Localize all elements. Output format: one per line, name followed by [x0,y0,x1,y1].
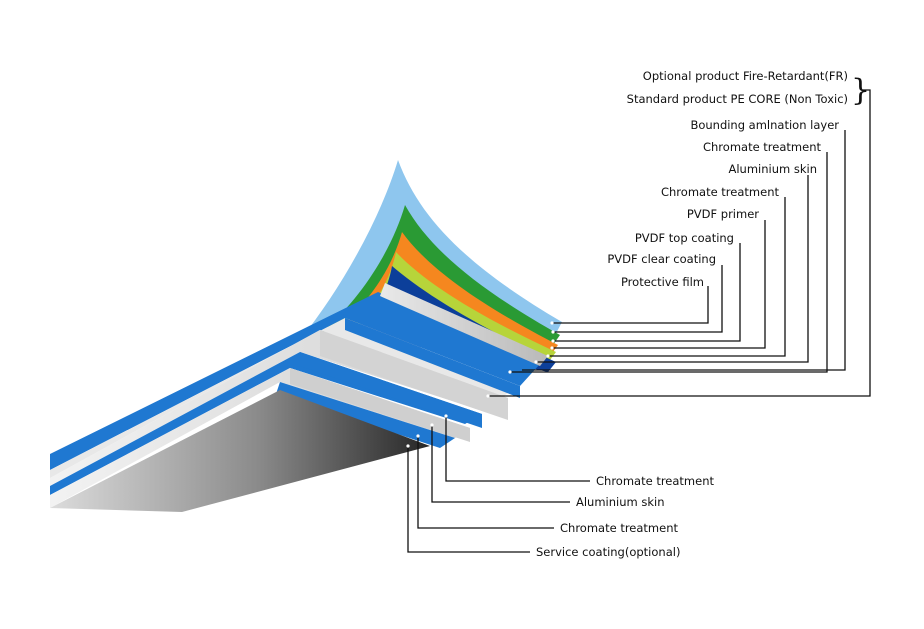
leader-aluminium-bottom [431,425,570,503]
label-aluminium-top: Aluminium skin [728,162,817,176]
leader-pvdf-clear [553,265,723,333]
label-standard-pe: Standard product PE CORE (Non Toxic) [627,92,848,106]
top-skin-front-face [345,318,520,398]
label-aluminium-bottom: Aluminium skin [576,495,665,509]
marker-dots [406,321,555,448]
label-optional-fr: Optional product Fire-Retardant(FR) [643,69,848,83]
label-bonding: Bounding amlnation layer [690,118,839,132]
top-aluminium-grey-band [380,283,548,366]
service-coating-band [276,382,455,448]
leader-pvdf-top [553,243,741,342]
leader-pvdf-primer [552,220,766,349]
right-labels: Optional product Fire-Retardant(FR) Stan… [607,69,848,289]
leader-chromate-top-1 [510,152,828,373]
label-chromate-top-2: Chromate treatment [661,185,780,199]
top-skin-surface [50,318,520,478]
top-aluminium-blue-band [50,292,540,470]
label-protective-film: Protective film [621,275,704,289]
leader-aluminium-top [536,175,809,363]
bottom-labels: Chromate treatment Aluminium skin Chroma… [536,474,715,559]
label-chromate-bottom-2: Chromate treatment [560,521,679,535]
leader-bonding [522,130,846,371]
core-front-face [320,330,508,420]
leader-core [488,89,871,397]
leader-chromate-top-2 [548,197,786,357]
label-pvdf-primer: PVDF primer [687,207,759,221]
lower-blue-front [300,352,482,428]
leader-chromate-bottom-2 [417,436,554,529]
label-pvdf-clear: PVDF clear coating [607,252,716,266]
label-pvdf-top: PVDF top coating [635,231,734,245]
core-options-brace: } [851,73,870,108]
leader-chromate-bottom-1 [445,416,590,482]
label-chromate-top-1: Chromate treatment [703,140,822,154]
bottom-core-dark-face [50,390,430,512]
lower-grey-front [290,368,470,442]
label-service-coating: Service coating(optional) [536,545,680,559]
leader-lines [407,89,871,553]
label-chromate-bottom-1: Chromate treatment [596,474,715,488]
leader-protective-film [552,286,709,324]
leader-service-coating [407,446,530,553]
panel-illustration [50,160,562,512]
